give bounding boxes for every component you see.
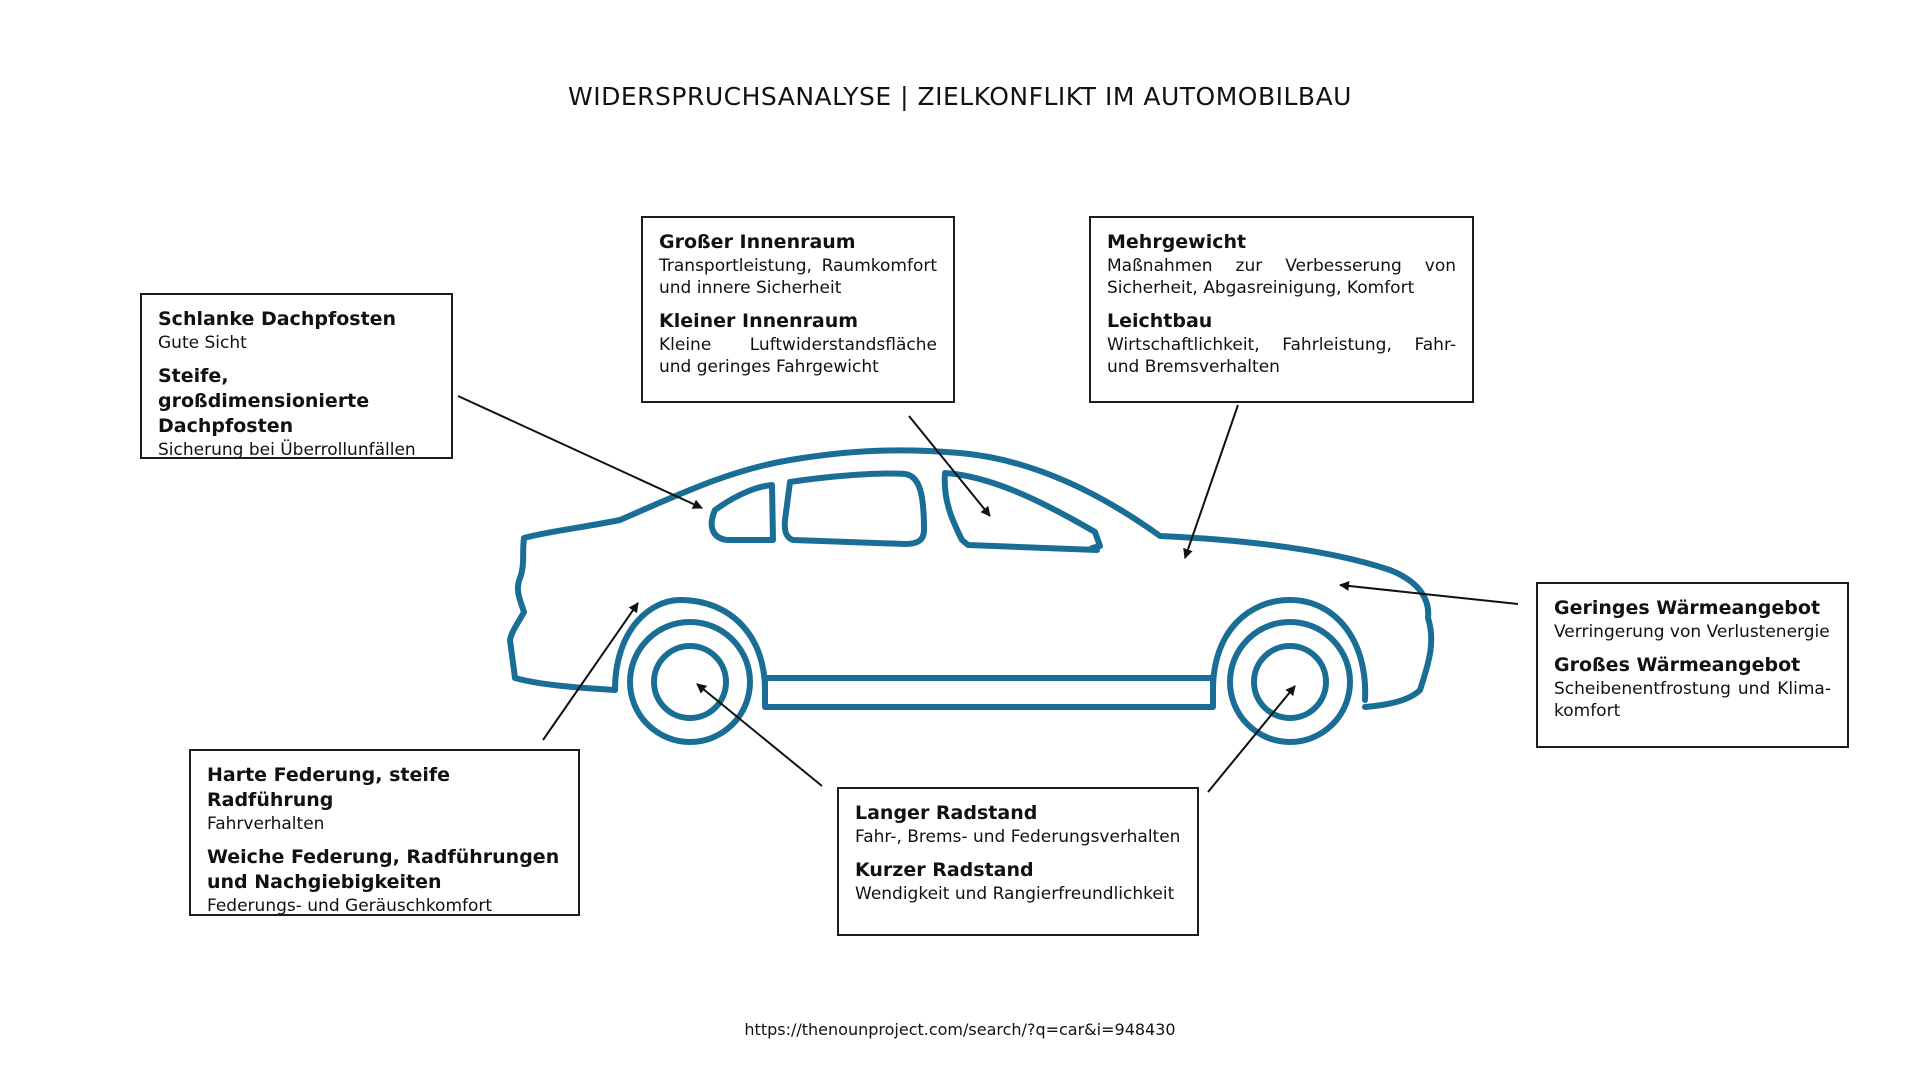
arrow-weight bbox=[1183, 404, 1239, 559]
pillars-heading-1: Schlanke Dachpfosten bbox=[158, 308, 397, 330]
window-rear-quarter bbox=[708, 482, 776, 543]
car-rocker bbox=[762, 675, 1216, 710]
interior-text-1: Transportleistung, Raumkomfort und inner… bbox=[659, 256, 937, 298]
arrows bbox=[457, 395, 1519, 793]
box-suspension: Harte Federung, steife Radführung Fahrve… bbox=[189, 749, 580, 916]
interior-heading-1: Großer Innenraum bbox=[659, 231, 856, 253]
diagram-title: WIDERSPRUCHSANALYSE | ZIELKONFLIKT IM AU… bbox=[568, 82, 1352, 111]
heat-heading-2: Großes Wärmeangebot bbox=[1554, 654, 1801, 676]
box-weight: Mehrgewicht Maßnahmen zur Verbesserung v… bbox=[1089, 216, 1474, 403]
heat-text-2: Scheibenentfrostung und Klima-komfort bbox=[1554, 679, 1831, 721]
weight-text-1: Maßnahmen zur Verbesserung von Sicherhei… bbox=[1107, 256, 1456, 298]
car-body-outline bbox=[507, 447, 1435, 710]
heat-heading-1: Geringes Wärmeangebot bbox=[1554, 597, 1821, 619]
arrow-wheelbase-rear bbox=[1207, 685, 1296, 793]
wheelbase-heading-2: Kurzer Radstand bbox=[855, 859, 1034, 881]
rear-wheel-outer bbox=[1227, 619, 1353, 745]
rear-wheel-arch bbox=[1210, 597, 1369, 703]
window-rear-door bbox=[781, 470, 927, 547]
arrow-heat bbox=[1339, 580, 1519, 605]
suspension-heading-1: Harte Federung, steife Radführung bbox=[207, 764, 451, 811]
front-wheel-inner bbox=[651, 643, 729, 721]
window-front-door bbox=[941, 470, 1103, 553]
arrow-interior bbox=[908, 415, 991, 517]
car-illustration bbox=[507, 447, 1435, 745]
weight-heading-2: Leichtbau bbox=[1107, 310, 1213, 332]
pillars-text-2: Sicherung bei Überrollunfällen bbox=[158, 440, 416, 460]
interior-text-2: Kleine Luftwiderstandsfläche und geringe… bbox=[659, 335, 937, 377]
box-wheelbase: Langer Radstand Fahr-, Brems- und Federu… bbox=[837, 787, 1199, 936]
suspension-text-2: Federungs- und Geräuschkomfort bbox=[207, 896, 493, 916]
front-wheel-arch bbox=[612, 597, 768, 693]
suspension-text-1: Fahrverhalten bbox=[207, 814, 325, 834]
weight-heading-1: Mehrgewicht bbox=[1107, 231, 1247, 253]
rear-wheel-inner bbox=[1251, 643, 1329, 721]
wheelbase-heading-1: Langer Radstand bbox=[855, 802, 1038, 824]
arrow-pillars bbox=[457, 395, 703, 509]
arrow-wheelbase-front bbox=[696, 683, 823, 787]
heat-text-1: Verringerung von Verlustenergie bbox=[1554, 622, 1830, 642]
source-link[interactable]: https://thenounproject.com/search/?q=car… bbox=[744, 1020, 1176, 1039]
arrow-suspension bbox=[542, 602, 639, 741]
interior-heading-2: Kleiner Innenraum bbox=[659, 310, 859, 332]
pillars-heading-2: Steife, großdimensionierte Dachpfosten bbox=[158, 365, 370, 437]
pillars-text-1: Gute Sicht bbox=[158, 333, 247, 353]
suspension-heading-2: Weiche Federung, Radführungen und Nachgi… bbox=[207, 846, 560, 893]
front-wheel-outer bbox=[627, 619, 753, 745]
box-interior: Großer Innenraum Transportleistung, Raum… bbox=[641, 216, 955, 403]
box-heat: Geringes Wärmeangebot Verringerung von V… bbox=[1536, 582, 1849, 748]
weight-text-2: Wirtschaftlichkeit, Fahrleistung, Fahr- … bbox=[1107, 335, 1456, 377]
wheelbase-text-1: Fahr-, Brems- und Federungsverhalten bbox=[855, 827, 1181, 847]
wheelbase-text-2: Wendigkeit und Rangierfreundlichkeit bbox=[855, 884, 1175, 904]
box-roof-pillars: Schlanke Dachpfosten Gute Sicht Steife, … bbox=[140, 293, 453, 460]
